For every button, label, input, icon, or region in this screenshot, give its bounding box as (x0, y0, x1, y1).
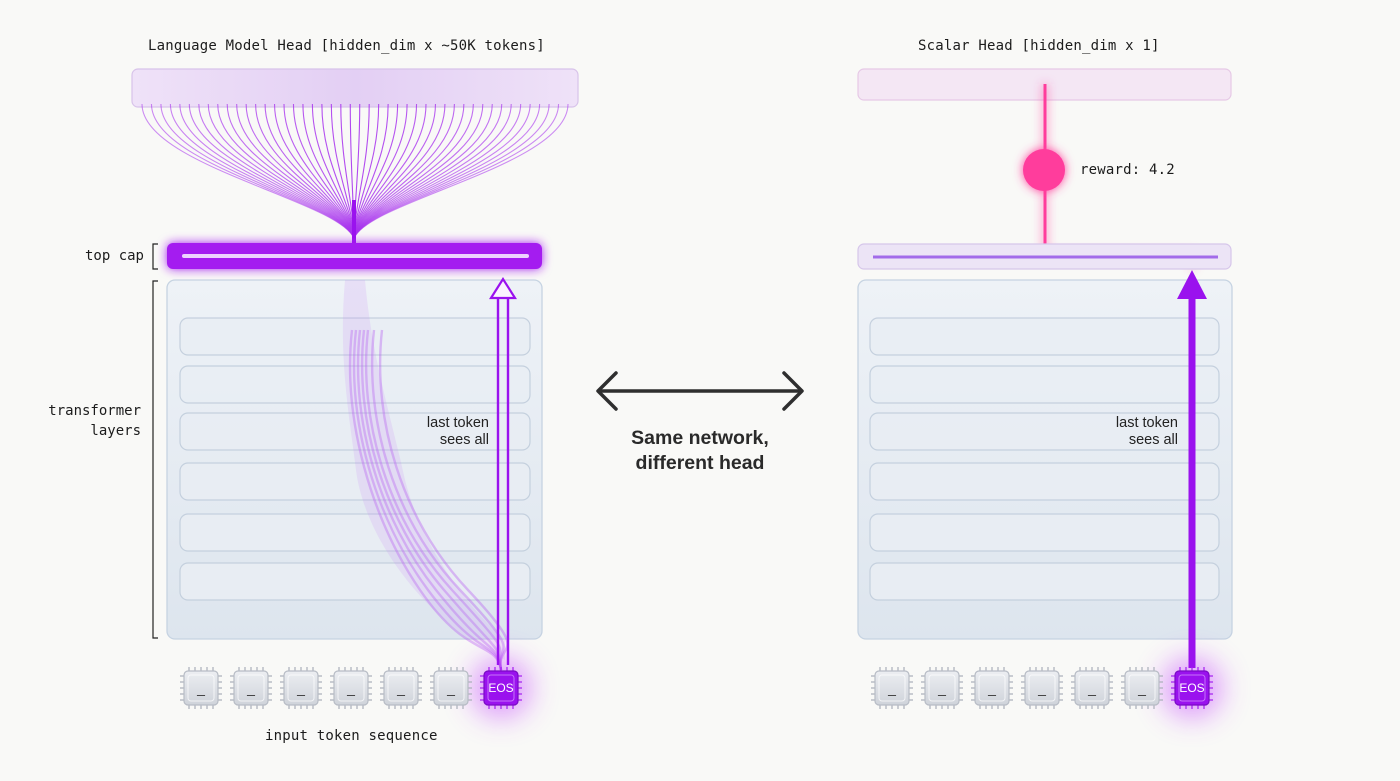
transformer-layer (869, 365, 1220, 404)
left-panel: _ _ _ _ _ _ EOS (131, 68, 579, 718)
fan-line (283, 103, 355, 239)
right-note-line2: sees all (1128, 432, 1178, 448)
token-label: _ (446, 680, 455, 696)
attention-path (348, 329, 503, 671)
token-label: _ (887, 680, 896, 696)
center-caption-line1: Same network, (631, 427, 769, 449)
right-token-sequence: _ _ _ _ _ _ EOS (871, 667, 1213, 709)
fan-line (264, 103, 355, 239)
token-chip: _ (1121, 667, 1163, 709)
layers-label-line1: transformer (48, 403, 141, 419)
token-chip-eos: EOS (480, 667, 522, 709)
fan-line (150, 103, 355, 239)
right-layers (869, 317, 1220, 601)
token-label: _ (1087, 680, 1096, 696)
fan-line (353, 103, 569, 239)
token-chip: _ (180, 667, 222, 709)
reward-label: reward: 4.2 (1080, 162, 1175, 178)
transformer-layer (179, 562, 531, 601)
reward-node (1023, 149, 1065, 191)
fan-line (311, 103, 355, 239)
token-chip: _ (971, 667, 1013, 709)
fan-line (353, 103, 560, 239)
attention-path (356, 329, 503, 671)
fan-line (245, 103, 355, 239)
transformer-layer (179, 462, 531, 501)
left-token-sequence: _ _ _ _ _ _ EOS (180, 667, 522, 709)
token-label-eos: EOS (1179, 681, 1204, 695)
top-cap-bracket (152, 243, 158, 270)
token-chip: _ (380, 667, 422, 709)
token-label: _ (196, 680, 205, 696)
fan-line (236, 103, 355, 239)
token-chip: _ (1021, 667, 1063, 709)
token-chip: _ (430, 667, 472, 709)
top-cap (167, 243, 542, 269)
token-chip: _ (921, 667, 963, 709)
attention-path (352, 329, 503, 671)
lm-head-fan (141, 103, 569, 250)
token-label: _ (1037, 680, 1046, 696)
right-head-title: Scalar Head [hidden_dim x 1] (918, 38, 1160, 54)
token-label: _ (246, 680, 255, 696)
token-chip: _ (230, 667, 272, 709)
fan-line (169, 103, 355, 239)
transformer-layer (869, 412, 1220, 451)
token-label: _ (1137, 680, 1146, 696)
transformer-layer (179, 513, 531, 552)
input-sequence-label: input token sequence (265, 728, 438, 744)
token-chip: _ (330, 667, 372, 709)
left-note-line1: last token (426, 415, 489, 431)
transformer-layer (869, 462, 1220, 501)
top-cap-label: top cap (84, 248, 144, 264)
token-label: _ (396, 680, 405, 696)
token-chip: _ (871, 667, 913, 709)
center-caption: Same network, different head (560, 426, 840, 476)
right-panel: _ _ _ _ _ _ EOS (857, 68, 1233, 718)
token-label: _ (346, 680, 355, 696)
transformer-layer (869, 513, 1220, 552)
fan-line (292, 103, 355, 239)
fan-line (255, 103, 355, 239)
right-note-line1: last token (1115, 415, 1178, 431)
layers-label-line2: layers (90, 423, 141, 439)
layers-bracket (152, 280, 158, 639)
token-label: _ (987, 680, 996, 696)
left-up-arrow-icon (489, 276, 517, 670)
token-chip: _ (280, 667, 322, 709)
right-up-arrow-icon (1177, 270, 1207, 670)
fan-line (273, 103, 355, 239)
attention-glow (342, 280, 505, 660)
transformer-layer (869, 317, 1220, 356)
token-label: _ (296, 680, 305, 696)
fan-line (302, 103, 355, 239)
transformer-layer (179, 412, 531, 451)
left-head-title: Language Model Head [hidden_dim x ~50K t… (148, 38, 545, 54)
double-arrow-icon (596, 371, 804, 411)
token-label-eos: EOS (488, 681, 513, 695)
transformer-layer (869, 562, 1220, 601)
lm-head-bar (131, 68, 579, 108)
token-chip-eos: EOS (1171, 667, 1213, 709)
center-caption-line2: different head (635, 452, 765, 474)
left-note-line2: sees all (439, 432, 489, 448)
token-chip: _ (1071, 667, 1113, 709)
fan-line (226, 103, 355, 239)
token-label: _ (937, 680, 946, 696)
